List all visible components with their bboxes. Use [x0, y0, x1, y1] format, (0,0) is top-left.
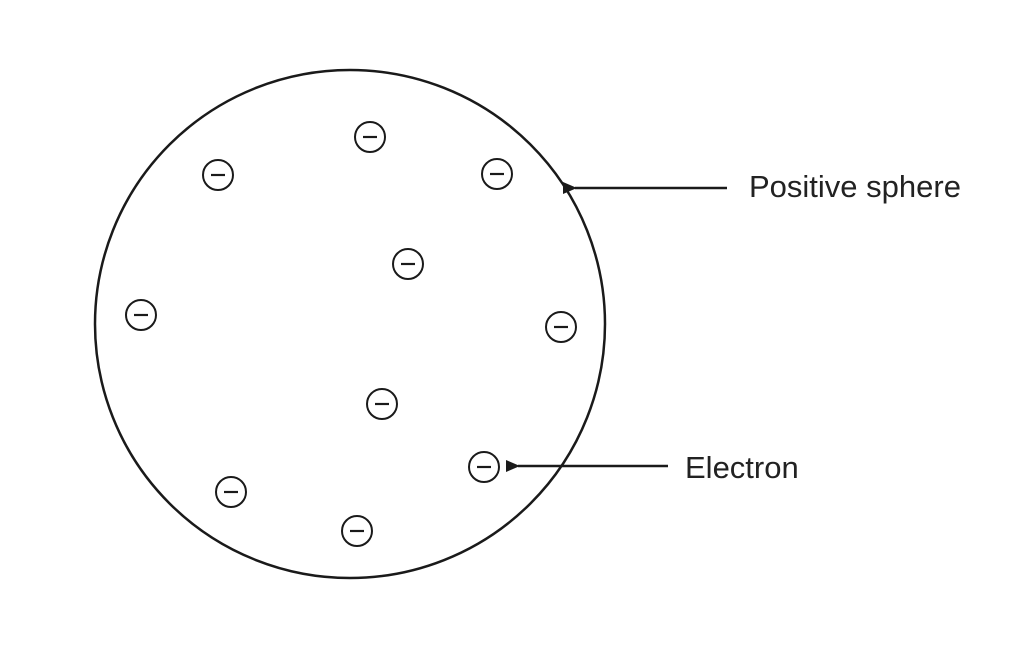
electron [366, 388, 398, 420]
electron-circle [202, 159, 234, 191]
electron-circle [468, 451, 500, 483]
electron [392, 248, 424, 280]
electron-circle [366, 388, 398, 420]
electron [202, 159, 234, 191]
electron-circle [125, 299, 157, 331]
electron [215, 476, 247, 508]
electron-label: Electron [685, 450, 799, 485]
electron-circle [215, 476, 247, 508]
electron [468, 451, 500, 483]
positive-sphere-label: Positive sphere [749, 169, 961, 204]
positive-sphere [93, 68, 607, 580]
electron [125, 299, 157, 331]
electron [481, 158, 513, 190]
electron [354, 121, 386, 153]
electron-circle [354, 121, 386, 153]
electron-circle [341, 515, 373, 547]
electron-circle [481, 158, 513, 190]
electron [545, 311, 577, 343]
electron-circle [392, 248, 424, 280]
electrons [125, 121, 577, 547]
electron-circle [545, 311, 577, 343]
electron [341, 515, 373, 547]
